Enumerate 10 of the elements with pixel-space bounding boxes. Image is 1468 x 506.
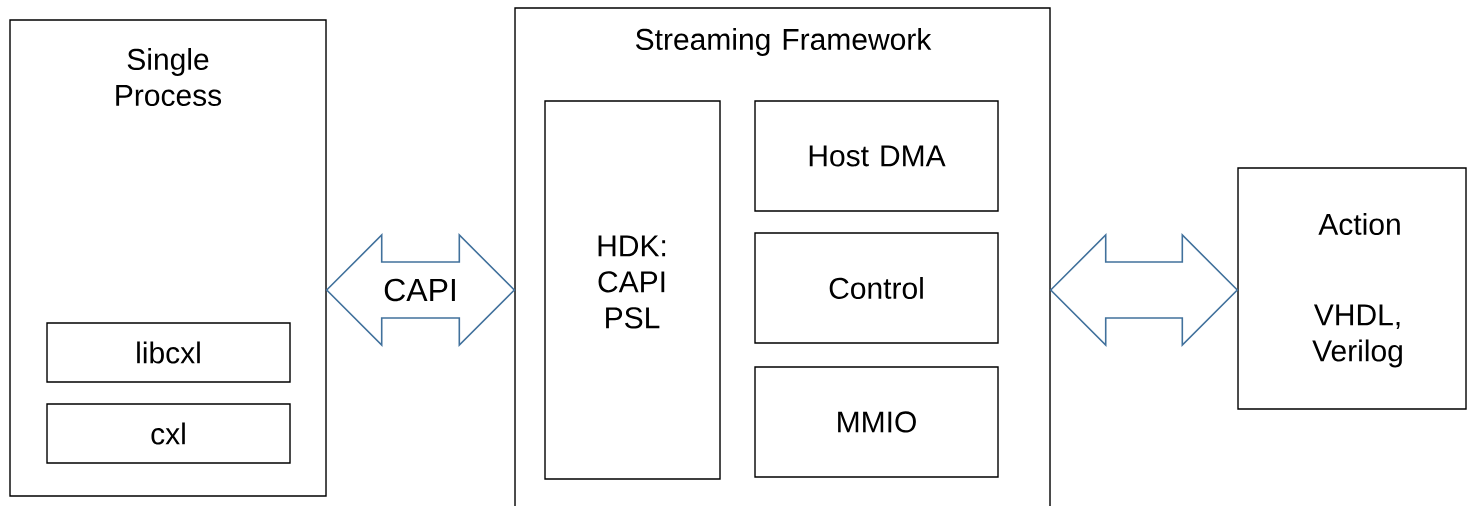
component-box: Control [754, 232, 999, 344]
block-box: Action VHDL, Verilog [1237, 167, 1467, 410]
double-arrow [1049, 233, 1239, 347]
component-box: cxl [46, 403, 291, 464]
component-box: libcxl [46, 322, 291, 383]
component-box: HDK: CAPI PSL [544, 100, 721, 480]
edge-label: CAPI [384, 278, 455, 302]
double-arrow [325, 233, 516, 347]
component-box: Host DMA [754, 100, 999, 212]
component-box: MMIO [754, 366, 999, 478]
